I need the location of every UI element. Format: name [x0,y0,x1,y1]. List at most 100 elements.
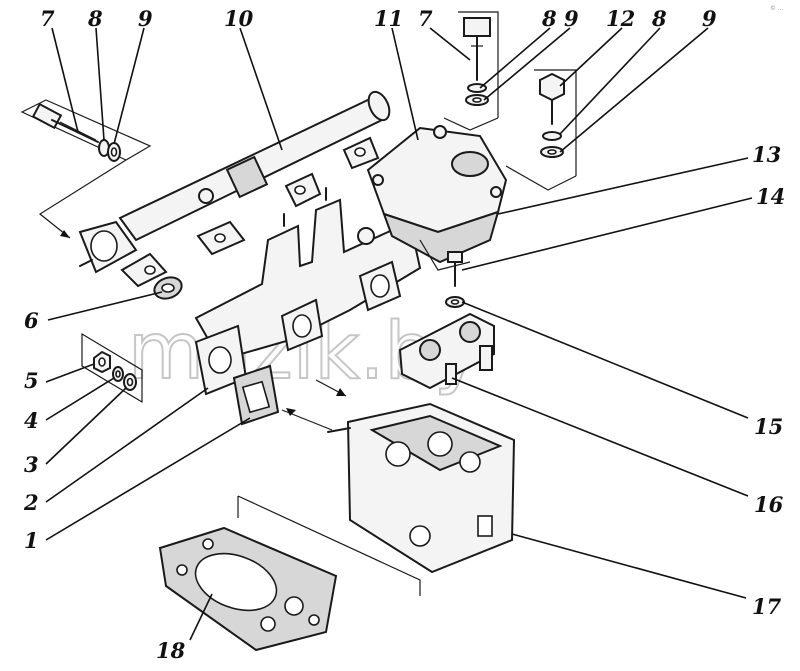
nut-washer-frame [81,332,143,404]
manifold-port [370,274,390,298]
leader-9a [113,27,145,145]
manifold-plug [357,227,375,245]
head-gasket-hole-1 [176,564,188,576]
pipe-mount-3-hole [294,185,306,195]
head-stud [327,427,351,433]
pipe-boss [198,188,214,204]
washer-left-9-hole [110,147,118,157]
leader-2 [45,387,209,503]
head-side-slot [477,515,493,537]
bracket-right-2-pointer [505,165,577,191]
valve-cover-cap [451,151,489,177]
manifold-gasket-1 [232,364,280,426]
head-gasket-hole-2 [202,538,214,550]
gasket-6 [153,276,183,300]
washer-4-hole [115,370,121,378]
cover-gasket-13 [382,210,500,271]
leader-17 [511,533,747,599]
leader-7b [429,27,471,61]
rocker-adjuster [479,345,493,371]
valve-port-3 [459,451,481,473]
leader-9c [559,27,709,153]
leader-6 [47,291,163,321]
bolt-shank-left [51,119,99,143]
head-gasket-hole-5 [308,614,320,626]
manifold-flange-b-port [208,346,232,374]
arrowhead [60,230,70,238]
valve-cover-11 [366,125,508,234]
leader-lines [45,27,753,641]
bolt-group-right-2 [505,69,577,191]
pipe-assembly [78,90,391,288]
valve-port-2 [427,431,453,457]
head-gasket-hole-3 [284,596,304,616]
pipe-mount-1 [120,252,168,288]
pipe-flange-stud [79,259,93,267]
washer-9c-hole [547,149,557,155]
callout-1: 1 [24,528,39,553]
leader-8b [479,27,551,89]
gasket-6-hole [161,283,175,293]
washer-15-hole [450,299,460,305]
head-gasket-hole-4 [260,616,276,632]
callout-17: 17 [752,594,782,619]
bolt-head-left [31,102,63,130]
callout-9c: 9 [702,6,717,31]
rocker-pushrod [445,363,457,385]
leader-11 [391,27,419,141]
callout-15: 15 [754,414,783,439]
pipe-clamp [225,155,269,199]
callout-8b: 8 [541,6,557,31]
leader-8a [95,27,105,141]
head-gasket-bore [194,552,278,612]
callout-4: 4 [24,408,39,433]
leader-13 [497,157,749,215]
valve-cover-nut [433,125,447,139]
pipe-mount-1-hole [144,265,156,275]
corner-mark: © ... [770,5,784,12]
bolt-group-left-frame [20,99,152,161]
leader-7a [51,27,79,133]
callout-6: 6 [24,308,39,333]
leader-15 [461,301,749,419]
callout-16: 16 [754,492,784,517]
callout-7a: 7 [40,6,55,31]
head-gasket-18 [158,495,421,652]
leader-4 [45,377,115,421]
callout-9a: 9 [138,6,153,31]
callout-10: 10 [224,6,254,31]
head-side-port [409,525,431,547]
manifold-gasket-window [241,380,271,414]
leader-14 [461,197,753,271]
leader-12 [559,27,623,87]
bolt-14 [447,251,463,287]
cylinder-head-17 [281,402,516,574]
callout-3: 3 [24,452,39,477]
leader-16 [451,377,749,497]
leader-10 [239,27,283,151]
callout-8a: 8 [87,6,103,31]
arrowhead [286,408,296,416]
leader-9b [483,27,571,101]
bolt-14-head [447,251,463,263]
head-gasket-guide-2 [237,495,421,596]
bracket-right-1-pointer [443,117,499,131]
callout-14: 14 [756,184,785,209]
bolt-group-left-arrow [38,159,127,239]
callout-5: 5 [24,368,39,393]
bolt-head-7 [463,17,491,37]
bracket-right-1 [458,11,499,118]
leader-3 [45,387,127,465]
cover-gasket-ring [382,210,500,264]
callout-12: 12 [606,6,635,31]
exhaust-manifold [194,187,422,396]
leader-8c [559,27,661,135]
callout-18: 18 [156,638,186,663]
valve-port-1 [385,441,411,467]
rocker-assembly-16 [398,312,495,390]
leader-18 [189,593,213,641]
nut-5-hole [98,357,106,367]
cover-gasket-lower [419,239,471,271]
bolt-group-right-1 [443,11,499,131]
